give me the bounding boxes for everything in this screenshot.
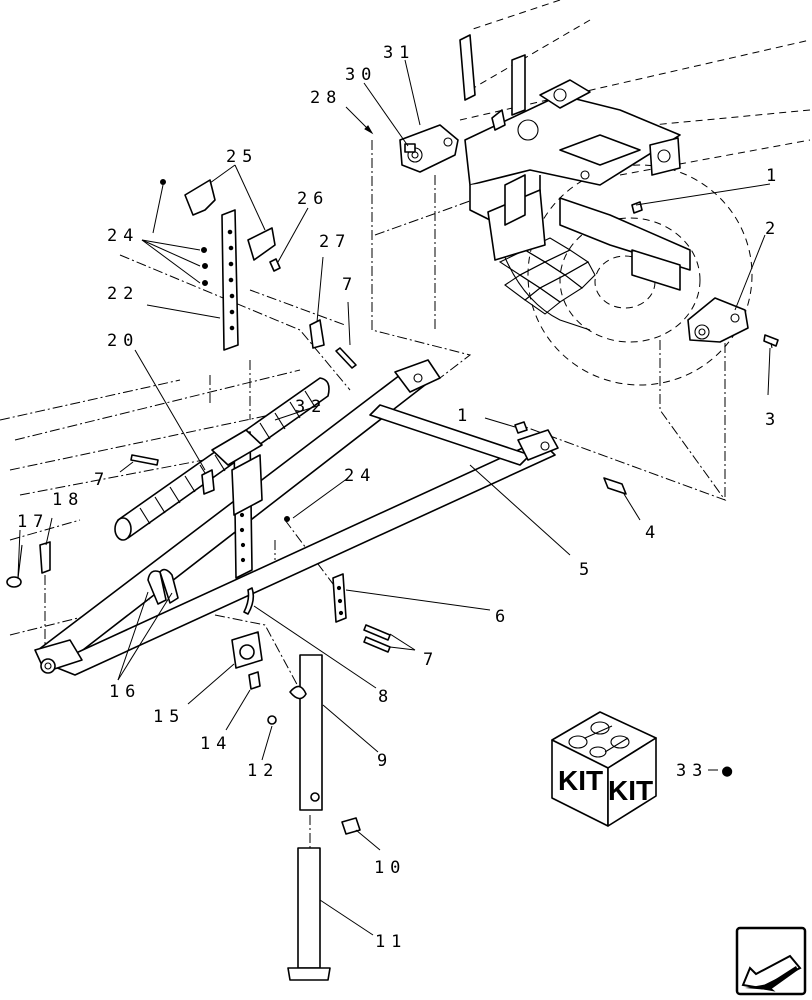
tire-tread [498, 237, 596, 315]
kit-label-left: KIT [558, 765, 603, 796]
callout-14: 14 [200, 734, 232, 754]
kit-box-icon: KIT KIT [551, 711, 657, 827]
callout-11: 11 [375, 932, 407, 952]
wheel-assembly [498, 164, 753, 386]
callout-15: 15 [153, 707, 185, 727]
jack-leg-11 [287, 847, 331, 981]
callout-18: 18 [52, 490, 84, 510]
callout-33: 33 [676, 761, 708, 781]
callout-7-left: 7 [94, 470, 110, 490]
callout-8: 8 [378, 687, 394, 707]
callout-27: 27 [319, 232, 351, 252]
callout-5: 5 [579, 560, 595, 580]
kit-label-right: KIT [608, 775, 653, 806]
callout-10: 10 [374, 858, 406, 878]
callout-24-top: 24 [107, 226, 139, 246]
pin-10 [341, 817, 361, 835]
callout-24-mid: 24 [344, 466, 376, 486]
callout-2: 2 [765, 219, 781, 239]
jack-tube-9 [289, 654, 323, 811]
callout-9: 9 [377, 751, 393, 771]
bolt-4 [603, 477, 627, 495]
bracket-2 [631, 201, 779, 349]
callout-7-top: 7 [342, 275, 358, 295]
jack-mount-15 [231, 631, 277, 725]
callout-32: 32 [295, 397, 327, 417]
pin-17 [6, 544, 23, 588]
bracket-27 [309, 319, 325, 349]
callout-20: 20 [107, 331, 139, 351]
callout-17: 17 [17, 512, 49, 532]
callout-22: 22 [107, 284, 139, 304]
plate-6 [332, 573, 347, 623]
kit-marker: ● [722, 761, 738, 781]
callout-3: 3 [765, 410, 781, 430]
leader-lines [17, 59, 771, 936]
pin-18 [39, 541, 51, 574]
bolt-26 [269, 258, 281, 272]
clip-25 [184, 179, 276, 261]
implement-frame [459, 0, 811, 291]
callout-1-right: 1 [766, 166, 782, 186]
callout-4: 4 [645, 523, 661, 543]
plate-22 [221, 209, 239, 351]
callout-1-mid: 1 [457, 406, 473, 426]
hitch-frame-5 [34, 359, 559, 676]
callout-6: 6 [495, 607, 511, 627]
callout-26: 26 [297, 189, 329, 209]
pin-8 [243, 587, 255, 615]
hardware-24 [160, 179, 290, 522]
back-arrow-icon[interactable] [735, 926, 807, 996]
callout-28: 28 [310, 88, 342, 108]
callout-12: 12 [247, 761, 279, 781]
callout-7-right: 7 [423, 650, 439, 670]
bolts-7 [130, 347, 391, 653]
bracket-31 [399, 124, 459, 173]
callout-30: 30 [345, 65, 377, 85]
callout-25: 25 [226, 147, 258, 167]
callout-16: 16 [109, 682, 141, 702]
upright-post [201, 429, 263, 579]
nut-1 [514, 421, 528, 434]
callout-labels: 31 30 28 25 26 24 27 7 22 20 32 1 7 24 1… [17, 43, 782, 952]
callout-31: 31 [383, 43, 415, 63]
